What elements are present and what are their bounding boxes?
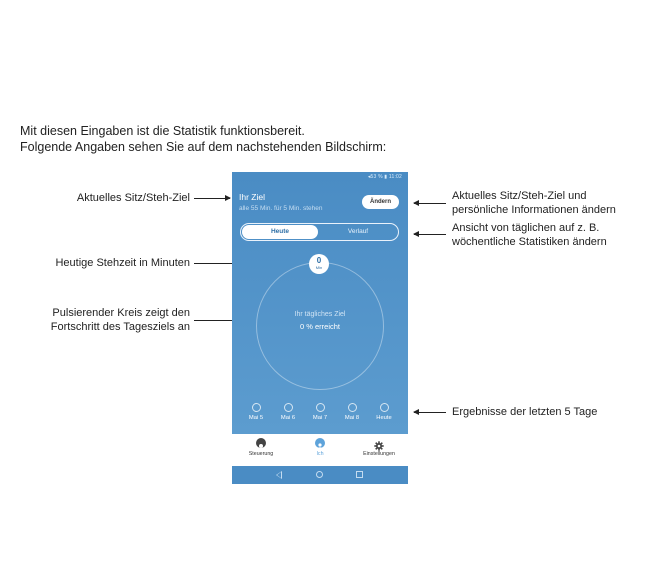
nav-control-label: Steuerung	[248, 451, 274, 457]
day-item[interactable]: Mai 5	[243, 403, 269, 421]
callout-pulsing-circle-line-1: Pulsierender Kreis zeigt den	[52, 307, 190, 319]
callout-view-toggle-line-2: wöchentliche Statistiken ändern	[452, 236, 607, 248]
intro-line-2: Folgende Angaben sehen Sie auf dem nachs…	[20, 140, 387, 154]
nav-settings-label: Einstellungen	[363, 451, 395, 457]
day-circle-icon	[379, 403, 389, 412]
change-button[interactable]: Ändern	[362, 195, 399, 209]
arrow-view-toggle	[413, 231, 446, 237]
minutes-value: 0	[316, 256, 322, 265]
nav-control[interactable]: Steuerung	[232, 438, 290, 457]
callout-view-toggle: Ansicht von täglichen auf z. B. wöchentl…	[452, 221, 607, 249]
callout-change-goal-line-2: persönliche Informationen ändern	[452, 204, 616, 216]
minutes-bubble: 0 Min	[309, 254, 329, 274]
callout-pulsing-circle: Pulsierender Kreis zeigt den Fortschritt…	[20, 306, 190, 334]
callout-last-5-days: Ergebnisse der letzten 5 Tage	[452, 406, 598, 418]
gear-icon	[374, 438, 384, 451]
arrow-change-goal	[413, 200, 446, 206]
goal-subtitle: alle 55 Min. für 5 Min. stehen	[239, 205, 323, 212]
day-label: Mai 5	[248, 415, 264, 421]
callout-change-goal-line-1: Aktuelles Sitz/Steh-Ziel und	[452, 190, 587, 202]
callout-view-toggle-line-1: Ansicht von täglichen auf z. B.	[452, 222, 600, 234]
minutes-unit: Min	[315, 265, 323, 270]
arrow-last-5-days	[413, 409, 446, 415]
callout-pulsing-circle-line-2: Fortschritt des Tagesziels an	[50, 321, 190, 333]
intro-text: Mit diesen Eingaben ist die Statistik fu…	[20, 123, 386, 155]
view-toggle: Heute Verlauf	[240, 223, 399, 241]
day-label: Mai 7	[312, 415, 328, 421]
day-circle-icon	[251, 403, 261, 412]
stats-screen: ◂53 % ▮ 11:02 Ihr Ziel alle 55 Min. für …	[232, 172, 408, 434]
callout-current-goal: Aktuelles Sitz/Steh-Ziel	[76, 192, 190, 204]
arrow-current-goal	[194, 195, 231, 201]
day-circle-icon	[315, 403, 325, 412]
intro-line-1: Mit diesen Eingaben ist die Statistik fu…	[20, 124, 305, 138]
callout-change-goal: Aktuelles Sitz/Steh-Ziel und persönliche…	[452, 189, 616, 217]
back-icon[interactable]	[276, 471, 282, 479]
system-nav-bar	[232, 466, 408, 484]
nav-settings[interactable]: Einstellungen	[350, 438, 408, 457]
recent-apps-icon[interactable]	[356, 471, 363, 478]
control-icon	[256, 438, 266, 448]
callout-standing-time: Heutige Stehzeit in Minuten	[55, 257, 190, 269]
status-bar: ◂53 % ▮ 11:02	[367, 174, 402, 180]
person-icon	[315, 438, 325, 450]
phone-screenshot: ◂53 % ▮ 11:02 Ihr Ziel alle 55 Min. für …	[232, 172, 408, 484]
goal-title: Ihr Ziel	[239, 192, 265, 202]
day-item[interactable]: Heute	[371, 403, 397, 421]
day-label: Mai 8	[344, 415, 360, 421]
day-item[interactable]: Mai 8	[339, 403, 365, 421]
day-label: Mai 6	[280, 415, 296, 421]
nav-me[interactable]: Ich	[291, 438, 349, 457]
day-item[interactable]: Mai 7	[307, 403, 333, 421]
daily-goal-label: Ihr tägliches Ziel	[294, 311, 346, 318]
home-icon[interactable]	[316, 471, 323, 478]
day-circle-icon	[283, 403, 293, 412]
tab-today[interactable]: Heute	[242, 225, 318, 239]
day-item[interactable]: Mai 6	[275, 403, 301, 421]
bottom-nav: Steuerung Ich E	[232, 434, 408, 466]
day-circle-icon	[347, 403, 357, 412]
day-label: Heute	[376, 415, 392, 421]
tab-history[interactable]: Verlauf	[347, 228, 369, 235]
reached-label: 0 % erreicht	[299, 322, 341, 331]
nav-me-label: Ich	[316, 451, 324, 457]
